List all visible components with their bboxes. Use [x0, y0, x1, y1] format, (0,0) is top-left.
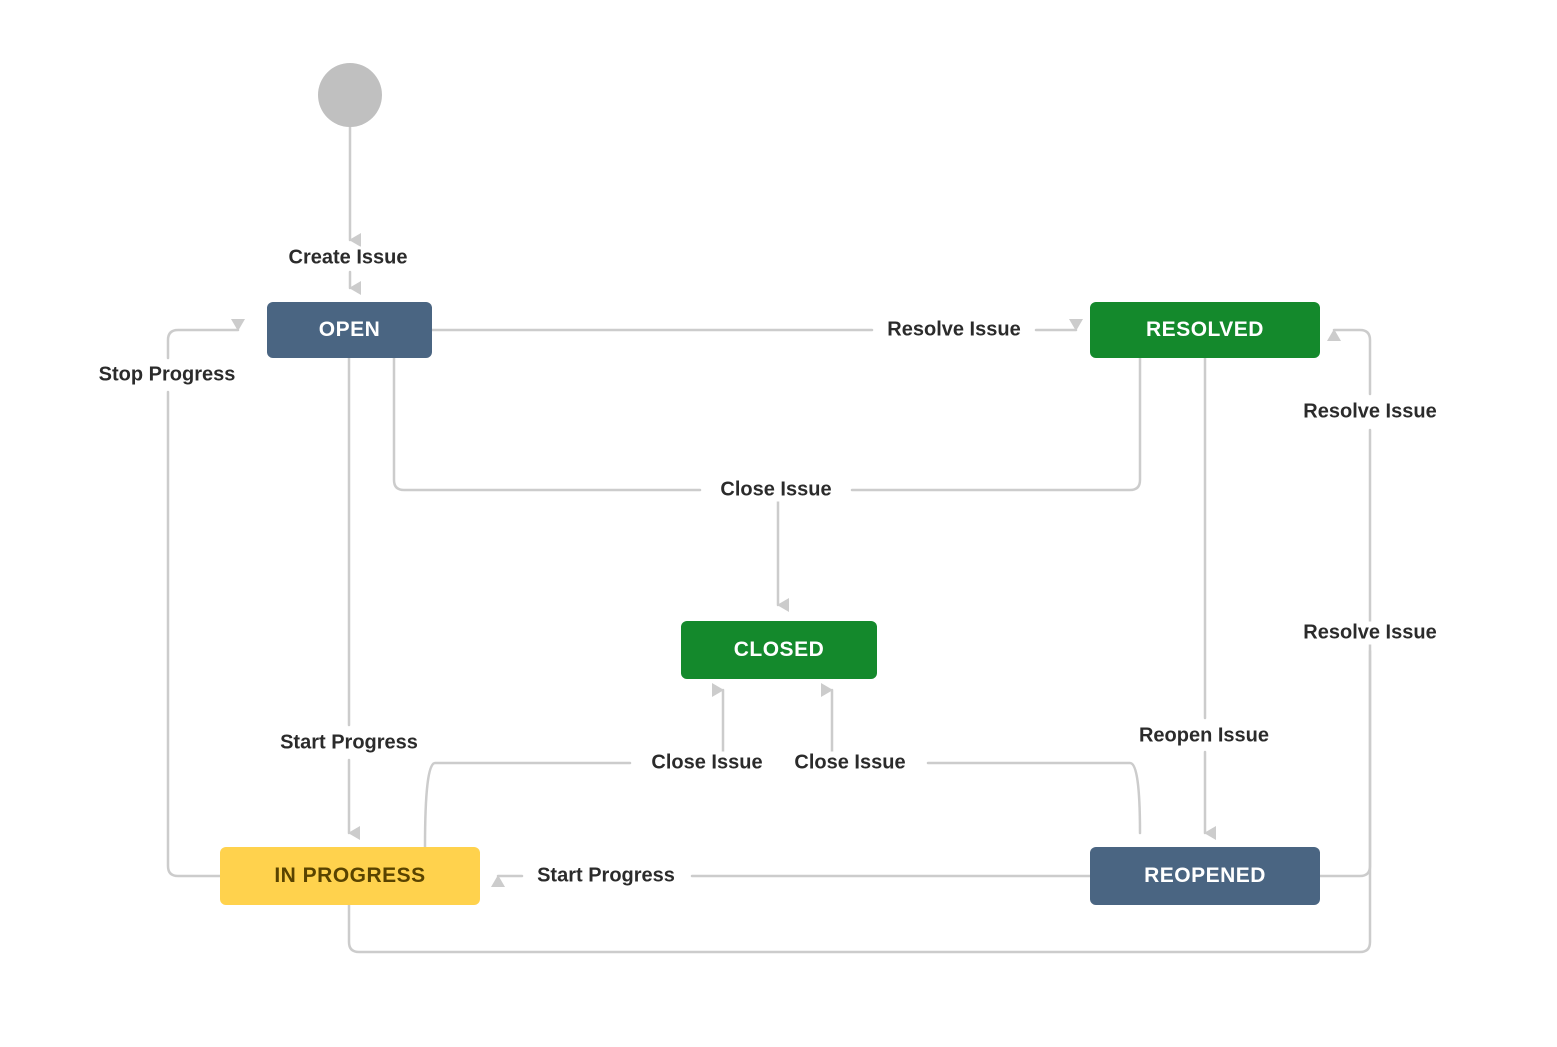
edge-inprogress-resolved-a: [347, 649, 1372, 954]
state-label-resolved: RESOLVED: [1146, 318, 1264, 341]
transition-label-reopen-issue[interactable]: Reopen Issue: [1134, 724, 1274, 748]
transition-label-close-issue-in-progress[interactable]: Close Issue: [647, 751, 767, 775]
state-node-open[interactable]: OPEN: [267, 302, 432, 358]
transition-label-resolve-issue-reopened[interactable]: Resolve Issue: [1299, 400, 1441, 424]
state-label-closed: CLOSED: [733, 638, 825, 661]
edge-reopened-resolved-b: [1327, 328, 1372, 396]
transition-label-start-progress-reopened[interactable]: Start Progress: [533, 864, 679, 888]
edge-resolved-closed: [850, 356, 1142, 492]
state-node-closed[interactable]: CLOSED: [681, 621, 877, 679]
state-label-in-progress: IN PROGRESS: [274, 864, 426, 887]
edge-open-closed: [392, 356, 702, 492]
transition-label-stop-progress[interactable]: Stop Progress: [94, 363, 240, 387]
transition-label-create-issue[interactable]: Create Issue: [284, 246, 412, 270]
edge-reopened-resolved-a: [1318, 428, 1372, 878]
edge-stop-progress-a: [166, 390, 222, 878]
transition-label-resolve-issue-open[interactable]: Resolve Issue: [883, 318, 1025, 342]
state-node-reopened[interactable]: REOPENED: [1090, 847, 1320, 905]
edge-inprogress-closed-a: [423, 761, 632, 849]
transition-label-start-progress-open[interactable]: Start Progress: [276, 731, 422, 755]
start-state-circle: [318, 63, 382, 127]
state-label-open: OPEN: [318, 318, 381, 341]
edge-stop-progress-b: [166, 319, 245, 360]
state-node-in-progress[interactable]: IN PROGRESS: [220, 847, 480, 905]
edge-reopened-closed-a: [926, 761, 1142, 835]
state-node-resolved[interactable]: RESOLVED: [1090, 302, 1320, 358]
state-label-reopened: REOPENED: [1144, 864, 1266, 887]
transition-label-close-issue-open[interactable]: Close Issue: [716, 478, 836, 502]
transition-label-resolve-issue-in-progress[interactable]: Resolve Issue: [1299, 621, 1441, 645]
transition-label-close-issue-reopened[interactable]: Close Issue: [790, 751, 910, 775]
